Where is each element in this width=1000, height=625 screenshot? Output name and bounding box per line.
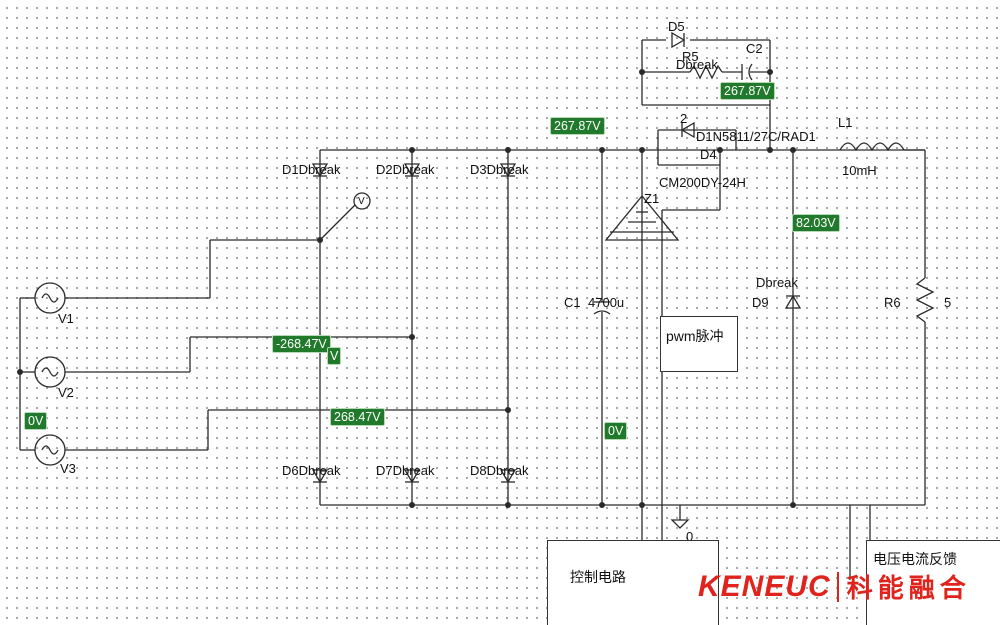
- c1-ref: C1: [564, 295, 581, 310]
- pwm-label: pwm脉冲: [666, 328, 724, 344]
- probe-ground[interactable]: 0V: [604, 422, 628, 440]
- probe-phase-2[interactable]: -268.47V: [272, 335, 331, 353]
- d4-model: D1N5811/27C/RAD1: [696, 129, 816, 144]
- control-label: 控制电路: [570, 569, 626, 585]
- d7-label: D7Dbreak: [376, 463, 435, 478]
- z1-ref: Z1: [644, 191, 660, 206]
- voltmeter-symbol: V: [358, 196, 365, 207]
- v3-ref: V3: [60, 461, 76, 476]
- l1-ref: L1: [838, 115, 853, 130]
- d9-model: Dbreak: [756, 275, 798, 290]
- d5-model: Dbreak: [676, 57, 718, 72]
- z1-model: CM200DY-24H: [659, 175, 746, 190]
- probe-phase-3[interactable]: 268.47V: [330, 408, 385, 426]
- d8-label: D8Dbreak: [470, 463, 529, 478]
- v2-ref: V2: [58, 385, 74, 400]
- probe-phase-2-extra[interactable]: V: [327, 347, 342, 365]
- probe-output[interactable]: 82.03V: [792, 214, 840, 232]
- logo-divider: [836, 571, 839, 602]
- d5-ref: D5: [668, 19, 685, 34]
- probe-snubber[interactable]: 267.87V: [720, 82, 775, 100]
- ground-label: 0: [686, 529, 694, 544]
- c2-ref: C2: [746, 41, 763, 56]
- d2-label: D2Dbreak: [376, 162, 435, 177]
- v1-ref: V1: [58, 311, 74, 326]
- probe-dc-bus[interactable]: 267.87V: [550, 117, 605, 135]
- feedback-block: 电压电流反馈: [866, 540, 1000, 625]
- d4-ref: D4: [700, 147, 717, 162]
- c1-value: 4700u: [588, 295, 625, 310]
- probe-neutral[interactable]: 0V: [24, 412, 48, 430]
- d4-pin: 2: [680, 111, 688, 126]
- r5-ref: R5: [682, 49, 699, 64]
- logo-chinese: 科能融合: [846, 574, 971, 604]
- d9-ref: D9: [752, 295, 769, 310]
- logo-wordmark: KENEUC: [698, 569, 831, 603]
- feedback-label: 电压电流反馈: [873, 551, 957, 567]
- pwm-block: pwm脉冲: [660, 316, 738, 372]
- r6-ref: R6: [884, 295, 901, 310]
- brand-logo: KENEUC 科能融合: [698, 568, 971, 605]
- control-block: 控制电路: [547, 540, 719, 625]
- l1-value: 10mH: [842, 163, 877, 178]
- d6-label: D6Dbreak: [282, 463, 341, 478]
- d1-label: D1Dbreak: [282, 162, 341, 177]
- r6-value: 5: [944, 295, 952, 310]
- d3-label: D3Dbreak: [470, 162, 529, 177]
